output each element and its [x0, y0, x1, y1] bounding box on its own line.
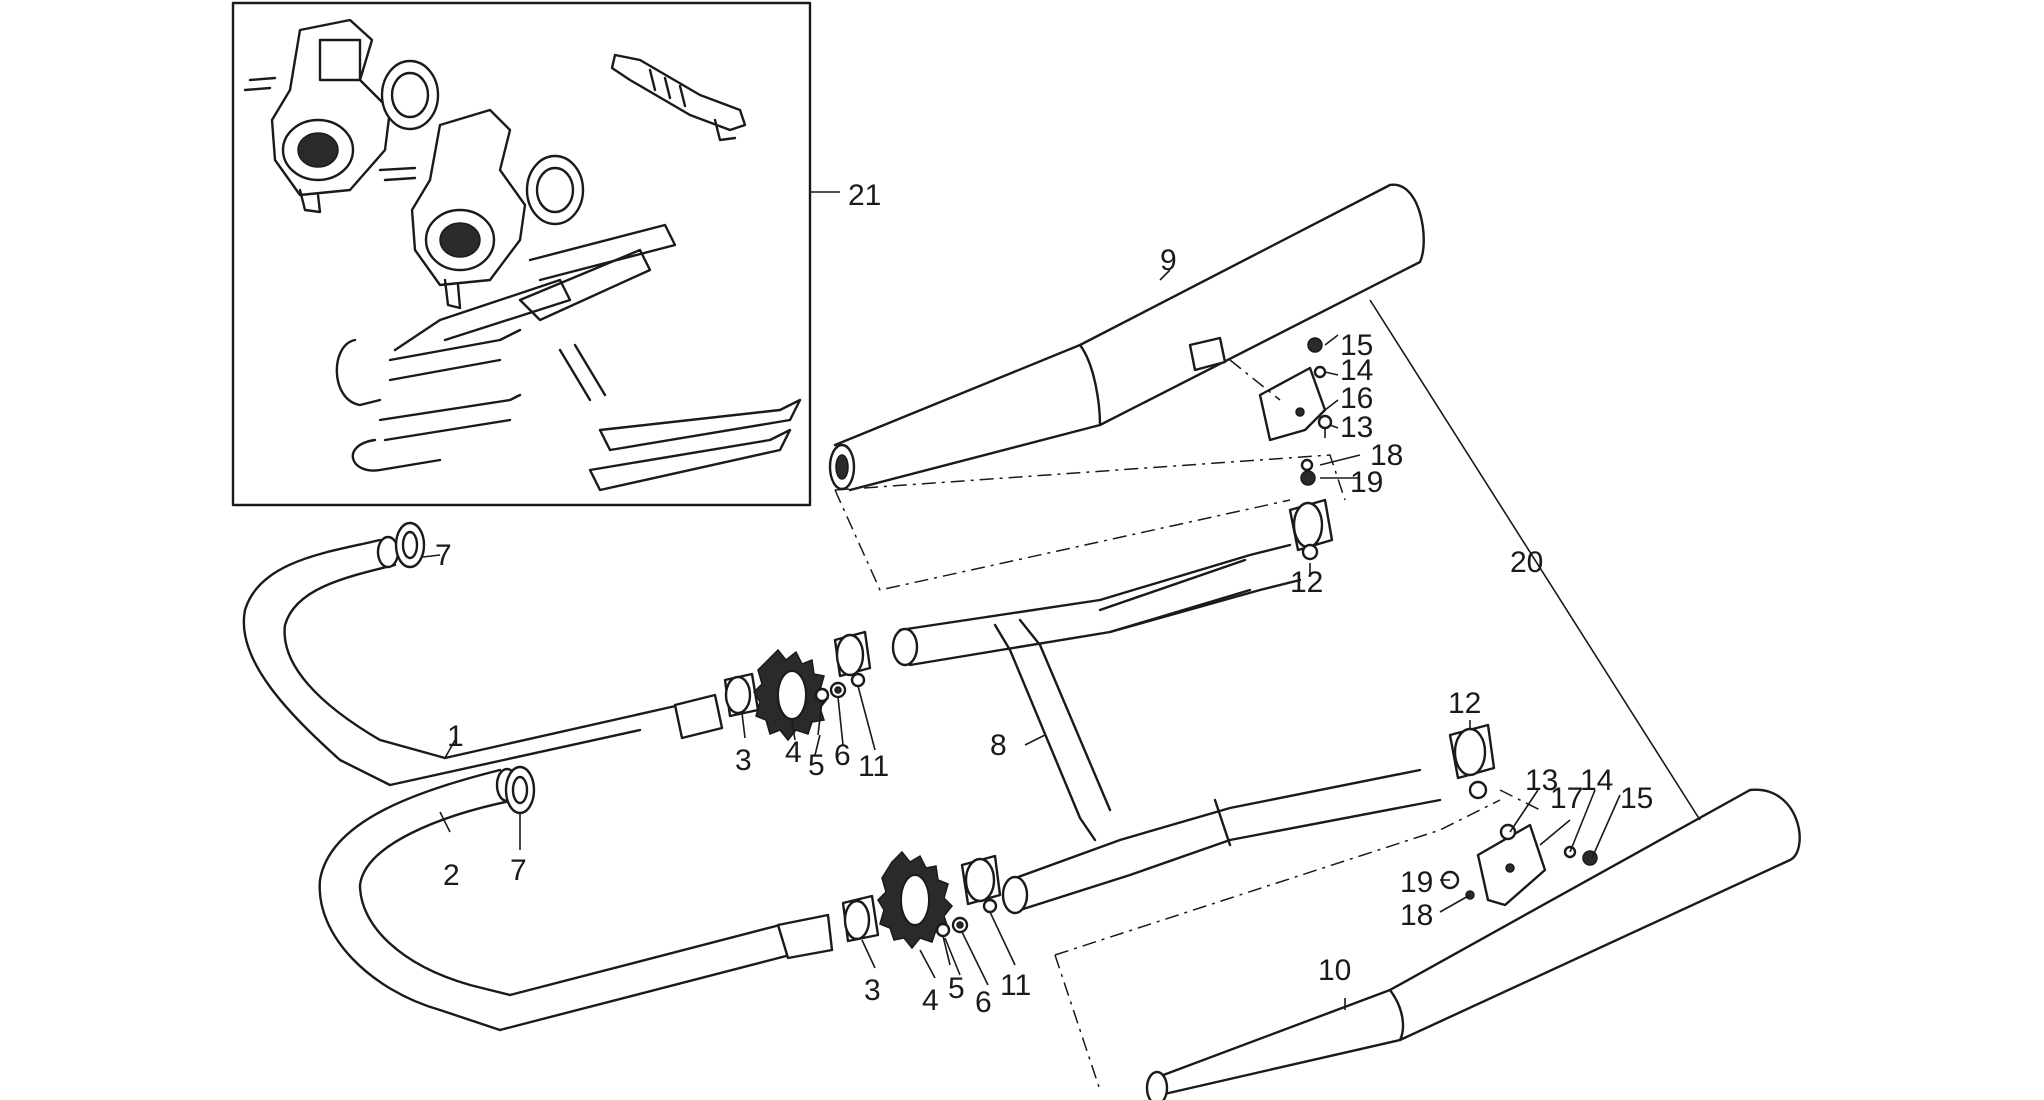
exhaust-pipe-1: [242, 535, 724, 787]
washer-6-lower: [951, 916, 969, 934]
ring-nut-4-upper: [753, 648, 830, 742]
clamp-12-upper: [1288, 498, 1334, 561]
screw-5-upper: [814, 687, 830, 736]
label-4-upper: 4: [785, 736, 802, 769]
inset-spark-plug: [610, 53, 747, 142]
ring-nut-4-lower: [877, 850, 954, 950]
label-4-lower: 4: [922, 984, 939, 1017]
clamp-11-lower: [960, 854, 1002, 914]
label-3-lower: 3: [864, 974, 881, 1007]
inset-carburetor-2: [378, 108, 585, 310]
label-20: 20: [1510, 546, 1543, 579]
label-3-upper: 3: [735, 744, 752, 777]
label-5-lower: 5: [948, 972, 965, 1005]
label-19-lower: 19: [1400, 866, 1433, 899]
label-11-upper: 11: [858, 750, 889, 783]
label-13-lower: 13: [1525, 764, 1558, 797]
gasket-7-upper: [394, 521, 426, 569]
label-8: 8: [990, 729, 1007, 762]
gasket-7-lower: [504, 765, 536, 815]
label-9: 9: [1160, 244, 1177, 277]
bracket-17: [1476, 823, 1547, 907]
bracket-16: [1188, 336, 1327, 442]
label-7-upper: 7: [435, 539, 452, 572]
label-14-upper: 14: [1340, 354, 1373, 387]
label-11-lower: 11: [1000, 969, 1031, 1002]
inset-exhaust-sketch: [335, 223, 802, 492]
clamp-11-upper: [833, 630, 872, 688]
label-12-lower: 12: [1448, 687, 1481, 720]
crossover-pipe-8: [891, 543, 1442, 915]
inset-box: [231, 1, 840, 507]
assembly-lines: [834, 299, 1701, 1091]
label-21: 21: [848, 179, 881, 212]
label-17: 17: [1550, 782, 1583, 815]
clamp-12-lower: [1448, 723, 1496, 800]
label-15-upper: 15: [1340, 329, 1373, 362]
silencer-10: [1145, 788, 1801, 1100]
label-7-lower: 7: [510, 854, 527, 887]
label-14-lower: 14: [1580, 764, 1613, 797]
label-15-lower: 15: [1620, 782, 1653, 815]
ring-3-upper: [723, 672, 760, 718]
label-1: 1: [447, 720, 464, 753]
label-6-lower: 6: [975, 986, 992, 1019]
label-19-upper: 19: [1350, 466, 1383, 499]
callout-labels: 1 2 3 3 4 4 5 5 6 6 7 7 8 9 10 11 11 12 …: [435, 179, 1653, 1019]
washer-6-upper: [829, 681, 847, 699]
label-18-lower: 18: [1400, 899, 1433, 932]
inset-carburetor-1: [243, 18, 440, 214]
label-6-upper: 6: [834, 739, 851, 772]
label-13-upper: 13: [1340, 411, 1373, 444]
label-12-upper: 12: [1290, 566, 1323, 599]
screw-5-lower: [935, 922, 951, 966]
label-5-upper: 5: [808, 749, 825, 782]
label-10: 10: [1318, 954, 1351, 987]
silencer-9: [828, 183, 1425, 492]
leader-lines: [422, 269, 1471, 1010]
label-18-upper: 18: [1370, 439, 1403, 472]
label-2: 2: [443, 859, 460, 892]
exhaust-pipe-2: [318, 767, 834, 1032]
ring-3-lower: [841, 894, 880, 943]
label-16: 16: [1340, 382, 1373, 415]
